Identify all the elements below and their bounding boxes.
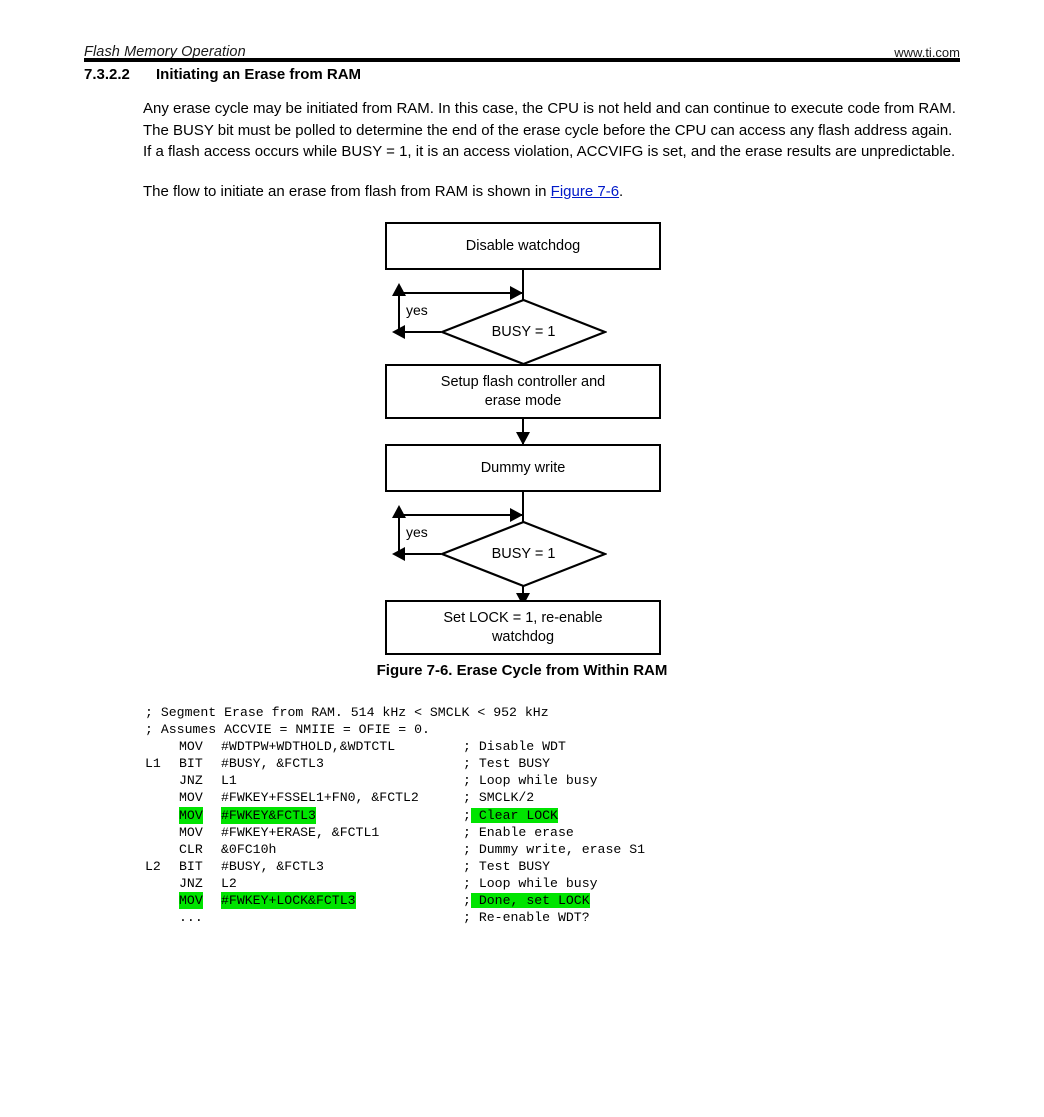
- flowchart-box-setup-flash-controller-line2: erase mode: [484, 392, 562, 409]
- loop2-bottom-horizontal-line: [399, 552, 441, 555]
- header-url: www.ti.com: [894, 45, 960, 60]
- code-mnemonic: MOV: [179, 892, 203, 910]
- code-mnemonic: MOV: [179, 739, 203, 755]
- loop2-top-horizontal-line: [399, 514, 522, 517]
- code-comment: ; Loop while busy: [463, 875, 598, 891]
- paragraph-2: The flow to initiate an erase from flash…: [143, 181, 963, 203]
- code-operand: #FWKEY&FCTL3: [221, 806, 316, 824]
- loop2-arrow-into-main-line: [510, 507, 523, 522]
- code-operand: #WDTPW+WDTHOLD,&WDTCTL: [221, 739, 396, 755]
- code-mnemonic: MOV: [179, 790, 203, 806]
- code-mnemonic: CLR: [179, 841, 203, 857]
- code-mnemonic: ...: [179, 910, 203, 926]
- loop1-top-horizontal-line: [399, 292, 522, 295]
- page-header: Flash Memory Operation www.ti.com: [84, 36, 960, 60]
- loop2-yes-label: yes: [406, 524, 428, 540]
- code-comment: ; Clear LOCK: [463, 807, 558, 823]
- code-operand: L2: [221, 875, 237, 891]
- code-comment-line: ; Assumes ACCVIE = NMIIE = OFIE = 0.: [145, 722, 430, 738]
- code-comment: ; Disable WDT: [463, 739, 566, 755]
- code-comment: ; Enable erase: [463, 824, 574, 840]
- code-operand: #BUSY, &FCTL3: [221, 756, 324, 772]
- figure-caption: Figure 7-6. Erase Cycle from Within RAM: [376, 662, 668, 679]
- code-mnemonic: BIT: [179, 756, 203, 772]
- code-label: L1: [145, 756, 161, 772]
- code-operand: #FWKEY+ERASE, &FCTL1: [221, 824, 380, 840]
- code-comment: ; Dummy write, erase S1: [463, 841, 646, 857]
- loop1-vertical-line: [397, 294, 401, 332]
- code-comment: ; Done, set LOCK: [463, 893, 590, 909]
- loop2-arrow-up: [391, 505, 406, 518]
- loop1-yes-label: yes: [406, 302, 428, 318]
- code-comment-line: ; Segment Erase from RAM. 514 kHz < SMCL…: [145, 705, 549, 720]
- flowchart-erase-cycle-from-ram: Disable watchdog BUSY = 1 yes Setup flas…: [0, 210, 1044, 655]
- body-text-block: Any erase cycle may be initiated from RA…: [143, 98, 963, 220]
- section-title: Initiating an Erase from RAM: [156, 66, 362, 83]
- code-comment: ; Test BUSY: [463, 756, 551, 772]
- flowchart-box-dummy-write-label: Dummy write: [480, 459, 566, 476]
- loop1-arrow-left: [391, 325, 405, 339]
- code-label: L2: [145, 858, 161, 874]
- loop1-bottom-horizontal-line: [399, 330, 441, 333]
- section-heading: 7.3.2.2 Initiating an Erase from RAM: [84, 66, 361, 83]
- flowchart-box-setup-flash-controller-line1: Setup flash controller and: [440, 373, 606, 390]
- code-mnemonic: MOV: [179, 824, 203, 840]
- loop2-arrow-left: [391, 547, 405, 561]
- figure-cross-reference-link[interactable]: Figure 7-6: [550, 182, 620, 200]
- flowchart-box-set-lock-line1: Set LOCK = 1, re-enable: [443, 609, 603, 626]
- header-document-title: Flash Memory Operation: [84, 44, 246, 60]
- flowchart-box-disable-watchdog: Disable watchdog: [385, 222, 661, 270]
- code-operand: #FWKEY+FSSEL1+FN0, &FCTL2: [221, 790, 419, 806]
- code-operand: &0FC10h: [221, 841, 277, 857]
- flowchart-box-set-lock-reenable-watchdog: Set LOCK = 1, re-enable watchdog: [385, 600, 661, 655]
- code-mnemonic: MOV: [179, 806, 203, 824]
- flowchart-box-set-lock-line2: watchdog: [491, 628, 555, 645]
- arrow-box2-to-box3: [515, 432, 530, 445]
- section-number: 7.3.2.2: [84, 66, 130, 83]
- loop1-arrow-into-main-line: [510, 285, 523, 300]
- code-operand: #BUSY, &FCTL3: [221, 858, 324, 874]
- loop1-arrow-up: [391, 283, 406, 296]
- code-comment: ; Test BUSY: [463, 858, 551, 874]
- paragraph-1: Any erase cycle may be initiated from RA…: [143, 100, 956, 160]
- code-comment: ; Loop while busy: [463, 773, 598, 789]
- paragraph-2-text: The flow to initiate an erase from flash…: [143, 182, 551, 200]
- flowchart-box-dummy-write: Dummy write: [385, 444, 661, 492]
- code-comment: ; Re-enable WDT?: [463, 910, 590, 926]
- header-divider-rule: [84, 58, 960, 62]
- flowchart-box-disable-watchdog-label: Disable watchdog: [465, 237, 581, 254]
- loop2-vertical-line: [397, 516, 401, 554]
- flowchart-decision-busy-2: BUSY = 1: [440, 520, 607, 588]
- paragraph-2-period: .: [619, 182, 624, 200]
- flowchart-decision-busy-1: BUSY = 1: [440, 298, 607, 366]
- code-mnemonic: JNZ: [179, 875, 203, 891]
- code-operand: #FWKEY+LOCK&FCTL3: [221, 892, 356, 910]
- code-comment: ; SMCLK/2: [463, 790, 535, 806]
- code-mnemonic: BIT: [179, 858, 203, 874]
- code-operand: L1: [221, 773, 237, 789]
- flowchart-box-setup-flash-controller: Setup flash controller and erase mode: [385, 364, 661, 419]
- code-mnemonic: JNZ: [179, 773, 203, 789]
